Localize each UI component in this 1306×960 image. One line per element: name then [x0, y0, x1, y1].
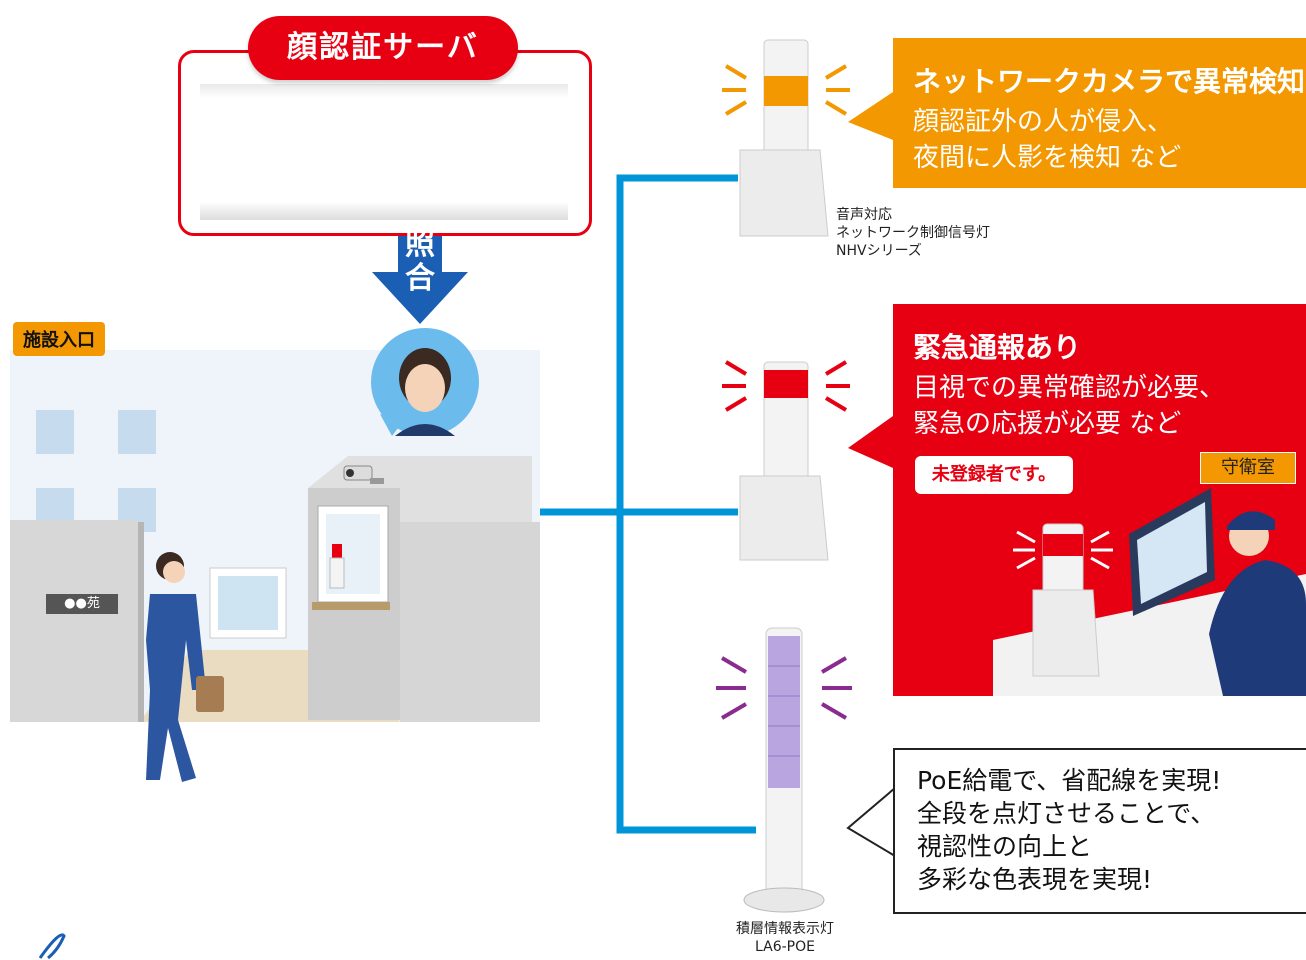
emergency-line-1: 目視での異常確認が必要、 [913, 373, 1226, 403]
logo-mark [38, 933, 66, 960]
guard-room-scene: ! [993, 488, 1306, 696]
la6-tower [716, 627, 852, 913]
callout-orange-tail [848, 92, 893, 140]
callout-red-tail [848, 416, 893, 468]
poe-line-3: 視認性の向上と [917, 832, 1093, 861]
network-camera-line-2: 夜間に人影を検知 など [913, 143, 1182, 173]
nhv-caption-line-2: ネットワーク制御信号灯 [836, 225, 990, 241]
nhv-tower-middle [722, 360, 850, 561]
network-camera-body: 顔認証外の人が侵入、 夜間に人影を検知 など [913, 104, 1181, 176]
emergency-callout: 緊急通報あり 目視での異常確認が必要、 緊急の応援が必要 など ! [893, 304, 1306, 696]
facility-entrance-label: 施設入口 [13, 322, 105, 356]
ng-label: NG [403, 142, 437, 166]
poe-line-4: 多彩な色表現を実現! [917, 865, 1153, 894]
la6-caption: 積層情報表示灯 LA6-POE [700, 920, 870, 956]
visitor-person [146, 552, 224, 782]
building-sign: ●●苑 [46, 594, 118, 614]
poe-text: PoE給電で、省配線を実現! 全段を点灯させることで、 視認性の向上と 多彩な色… [917, 764, 1221, 896]
server-title: 顔認証サーバ [248, 16, 518, 80]
nhv-caption-line-1: 音声対応 [836, 207, 892, 223]
nhv-caption: 音声対応 ネットワーク制御信号灯 NHVシリーズ [836, 206, 990, 260]
guard-room-label: 守衛室 [1200, 452, 1296, 484]
unregistered-speech: 未登録者です。 [915, 456, 1073, 494]
face-bubble [371, 328, 479, 436]
poe-line-1: PoE給電で、省配線を実現! [917, 766, 1222, 795]
la6-caption-line-1: 積層情報表示灯 [736, 921, 834, 937]
server-stripe-top [200, 84, 568, 98]
network-camera-line-1: 顔認証外の人が侵入、 [913, 107, 1174, 137]
poe-line-2: 全段を点灯させることで、 [917, 799, 1216, 828]
server-stripe-bottom [200, 202, 568, 220]
network-camera-callout: ネットワークカメラで異常検知 顔認証外の人が侵入、 夜間に人影を検知 など [893, 38, 1306, 188]
alert-exclamation-icon: ! [1285, 518, 1301, 559]
match-char-1: 照 [405, 227, 435, 262]
callout-white-tail [846, 785, 896, 858]
poe-callout: PoE給電で、省配線を実現! 全段を点灯させることで、 視認性の向上と 多彩な色… [893, 748, 1306, 914]
network-lines [540, 174, 756, 834]
emergency-body: 目視での異常確認が必要、 緊急の応援が必要 など [913, 370, 1225, 442]
nhv-caption-line-3: NHVシリーズ [836, 243, 922, 259]
nhv-tower-top [722, 39, 850, 237]
emergency-line-2: 緊急の応援が必要 など [913, 409, 1182, 439]
network-camera-title: ネットワークカメラで異常検知 [913, 65, 1306, 98]
la6-caption-line-2: LA6-POE [755, 939, 815, 955]
match-label: 照 合 [392, 228, 448, 296]
emergency-title: 緊急通報あり [913, 331, 1082, 364]
match-char-2: 合 [405, 261, 435, 296]
